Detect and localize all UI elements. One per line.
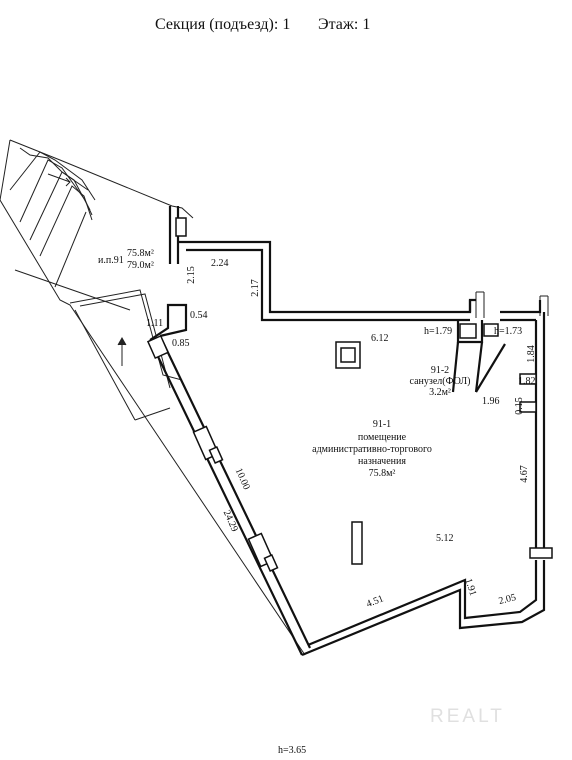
dim-2-05: 2.05: [498, 592, 518, 607]
dim-2-24: 2.24: [211, 258, 229, 269]
summary-label: и.п.91: [98, 255, 124, 266]
dim-4-67: 4.67: [519, 465, 530, 483]
context-lines: [0, 139, 549, 656]
ceiling-height: h=3.65: [278, 745, 307, 756]
dim-6-12: 6.12: [371, 333, 389, 344]
dim-1-96: 1.96: [482, 396, 500, 407]
dim-24-29: 24.29: [221, 508, 240, 533]
dim-2-17: 2.17: [250, 279, 261, 297]
fixtures: [146, 217, 553, 573]
walls: [149, 206, 546, 657]
dim-h-1-79: h=1.79: [424, 326, 452, 337]
dim-0-15: 0.15: [514, 397, 525, 415]
floor-label: Этаж: 1: [318, 16, 371, 33]
summary-area-1: 75.8м²: [127, 248, 154, 259]
dim-1-82: 1.82: [518, 376, 536, 387]
dim-10-00: 10.00: [233, 466, 252, 491]
dim-4-51: 4.51: [365, 593, 385, 610]
room-91-1-title: 91-1: [373, 419, 391, 430]
dim-0-54: 0.54: [190, 310, 208, 321]
watermark: REALT: [430, 706, 505, 727]
dim-2-15: 2.15: [186, 266, 197, 284]
dim-h-1-73: h=1.73: [494, 326, 522, 337]
room-91-2-area: 3.2м²: [429, 387, 451, 398]
dim-1-84: 1.84: [526, 345, 537, 363]
room-91-2-name: санузел(ФОЛ): [410, 376, 471, 387]
section-label: Секция (подъезд): 1: [155, 16, 291, 33]
room-91-1-line2: административно-торгового: [312, 444, 432, 455]
room-91-1-line3: назначения: [358, 456, 406, 467]
sheet-header: Секция (подъезд): 1 Этаж: 1: [0, 16, 572, 38]
room-91-2-title: 91-2: [431, 365, 449, 376]
room-91-1-area: 75.8м²: [369, 468, 396, 479]
dim-0-85: 0.85: [172, 338, 190, 349]
summary-area-2: 79.0м²: [127, 260, 154, 271]
dim-1-11: 1.11: [146, 318, 163, 329]
dim-5-12: 5.12: [436, 533, 454, 544]
room-91-1-line1: помещение: [358, 432, 407, 443]
dim-1-91: 1.91: [462, 577, 478, 597]
